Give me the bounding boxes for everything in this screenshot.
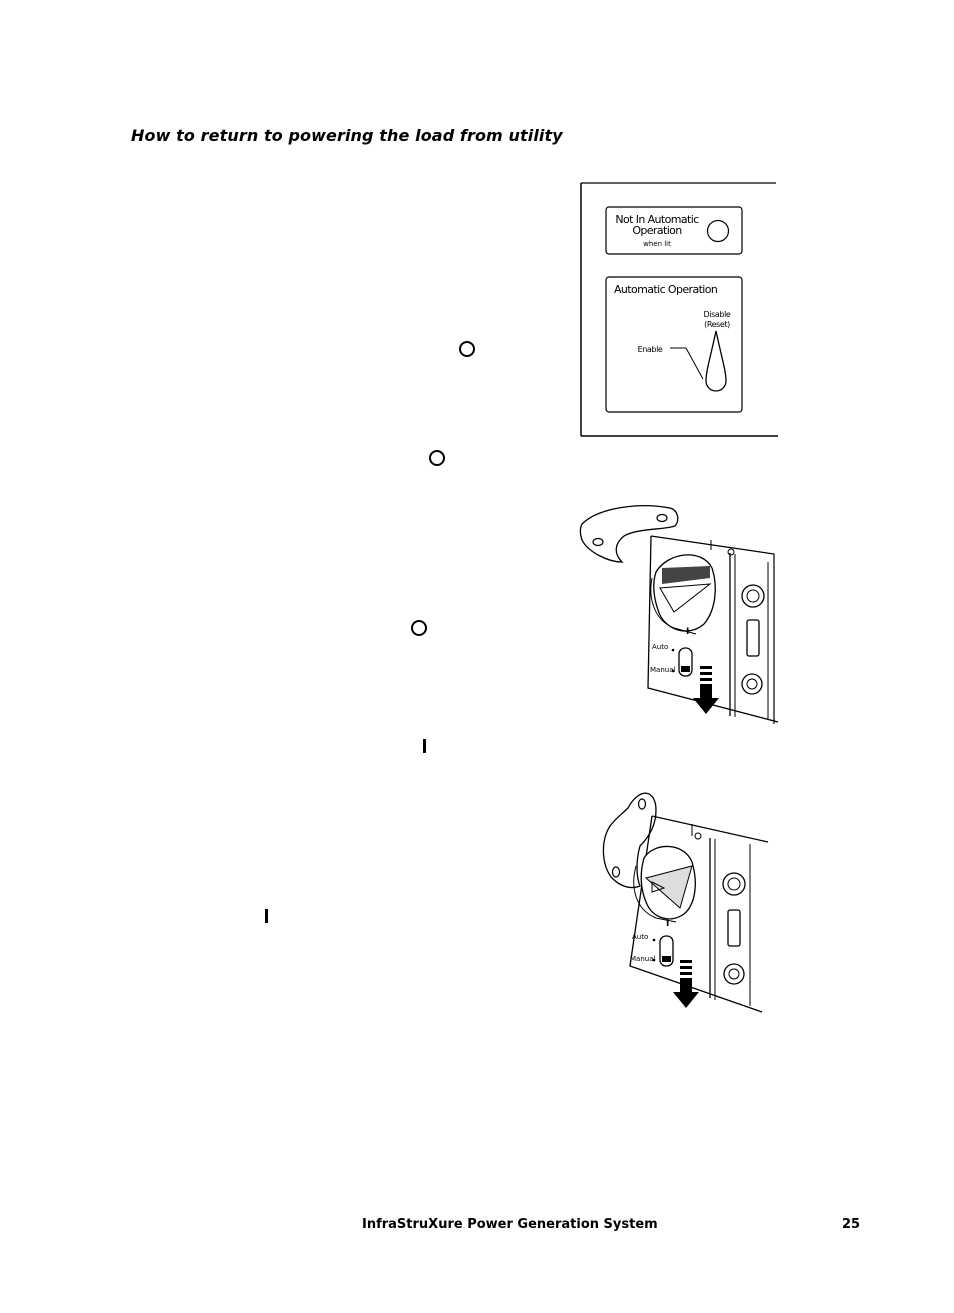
svg-text:I: I [666, 919, 669, 929]
switch-box [605, 276, 743, 413]
breaker-figure-1: I Auto Manual [579, 505, 779, 724]
manual-label: Manual [650, 666, 675, 674]
indicator-box [605, 206, 743, 255]
svg-text:I: I [686, 627, 689, 637]
page-number: 25 [842, 1217, 861, 1232]
off-symbol-icon [411, 620, 427, 636]
handle-plate-icon [602, 792, 657, 889]
switch-title: Automatic Operation [614, 283, 718, 296]
down-arrow-icon [673, 978, 699, 1008]
off-symbol-icon [429, 450, 445, 466]
breaker-figure-2: I Auto Manual [602, 792, 769, 1013]
auto-label: Auto [652, 643, 668, 651]
reset-label: (Reset) [704, 320, 730, 329]
toggle-switch-icon [705, 330, 727, 392]
enable-label: Enable [638, 345, 663, 354]
disable-label: Disable [704, 310, 731, 319]
indicator-title-line1: Not In Automatic [615, 213, 699, 226]
indicator-title-line2: Operation [632, 224, 682, 237]
footer-title: InfraStruXure Power Generation System [362, 1217, 658, 1232]
down-arrow-icon [693, 684, 719, 714]
manual-label: Manual [630, 955, 655, 963]
on-symbol-icon [265, 909, 268, 923]
control-panel-figure: Not In Automatic Operation when lit Auto… [580, 182, 778, 437]
off-symbol-icon [459, 341, 475, 357]
section-heading: How to return to powering the load from … [131, 126, 563, 145]
on-symbol-icon [423, 739, 426, 753]
indicator-lamp-icon [706, 219, 730, 243]
indicator-note: when lit [643, 240, 671, 248]
handle-ring-icon [579, 505, 679, 563]
auto-label: Auto [632, 933, 648, 941]
